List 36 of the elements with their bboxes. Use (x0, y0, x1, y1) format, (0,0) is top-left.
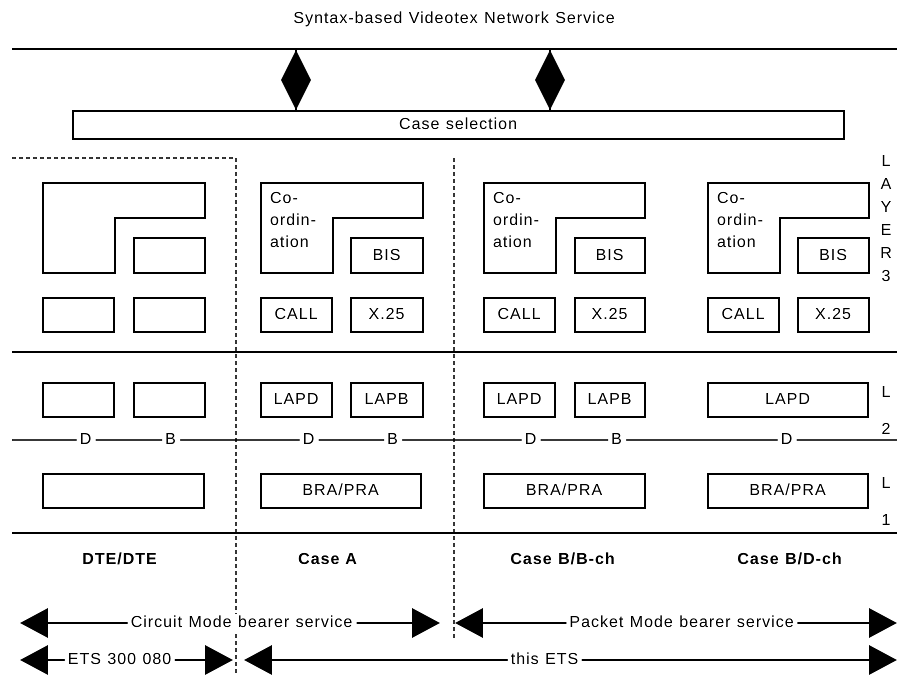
service-band: Syntax-based Videotex Network Service (12, 8, 897, 50)
empty-box (42, 473, 205, 509)
empty-box (133, 237, 206, 274)
protocol-box: X.25 (797, 297, 870, 333)
protocol-box: LAPD (707, 382, 869, 418)
column-heading: Case B/D-ch (736, 551, 844, 569)
double-arrow (281, 50, 311, 110)
protocol-box: BRA/PRA (260, 473, 422, 509)
empty-box (133, 382, 206, 418)
layer-label: L1 (880, 474, 892, 531)
double-arrow (535, 50, 565, 110)
protocol-box: CALL (483, 297, 556, 333)
protocol-box: BRA/PRA (483, 473, 646, 509)
empty-box (133, 297, 206, 333)
protocol-box: CALL (260, 297, 333, 333)
empty-box (42, 297, 115, 333)
empty-box (42, 382, 115, 418)
column-heading: Case B/B-ch (509, 551, 617, 569)
empty-l-shape (42, 182, 206, 274)
protocol-box: BIS (797, 237, 870, 274)
selection-box: Case selection (72, 110, 845, 140)
column-heading: Case A (297, 551, 359, 569)
protocol-box: X.25 (350, 297, 424, 333)
layer-label: LAYER 3 (880, 152, 892, 287)
column-heading: DTE/DTE (81, 551, 159, 569)
protocol-box: BRA/PRA (707, 473, 869, 509)
protocol-box: BIS (574, 237, 646, 274)
layer-label: L2 (880, 383, 892, 440)
protocol-box: LAPD (483, 382, 556, 418)
protocol-box: X.25 (574, 297, 646, 333)
protocol-box: LAPB (574, 382, 646, 418)
span-label: Circuit Mode bearer service (128, 614, 356, 632)
protocol-box: BIS (350, 237, 424, 274)
protocol-box: LAPB (350, 382, 424, 418)
protocol-box: LAPD (260, 382, 333, 418)
protocol-box: CALL (707, 297, 780, 333)
